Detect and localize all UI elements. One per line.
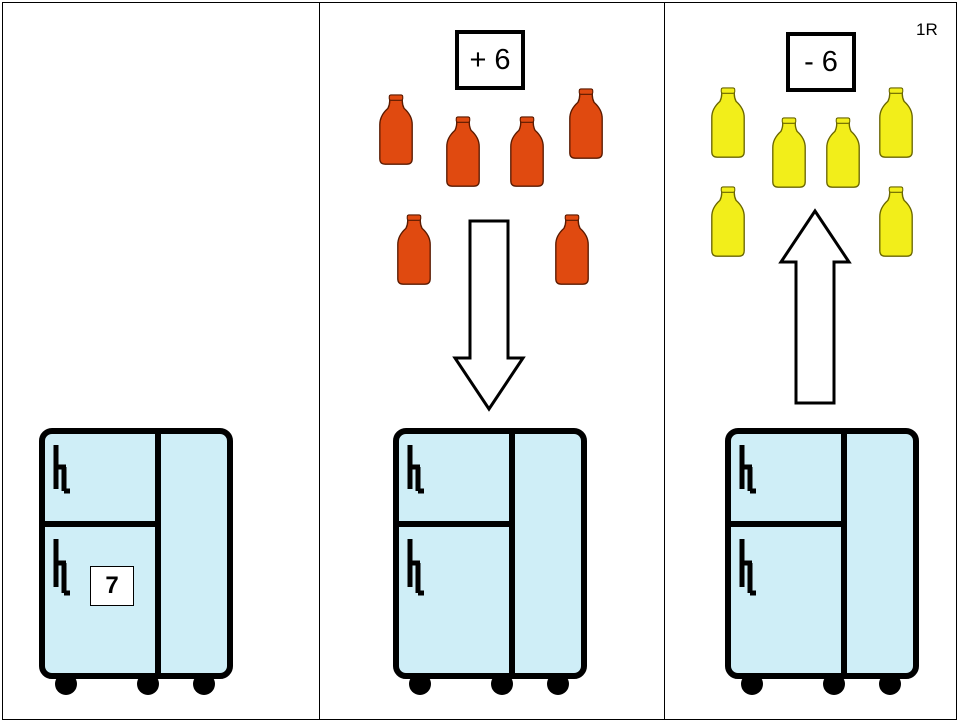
down-arrow-icon (452, 219, 526, 412)
page-label: 1R (916, 20, 938, 39)
panel-divider-2 (664, 2, 665, 720)
up-arrow-icon (778, 208, 852, 405)
fridge-count-label: 7 (90, 566, 134, 606)
subtract-operation-box: - 6 (786, 32, 856, 92)
add-operation-box: + 6 (455, 30, 525, 90)
panel-divider-1 (319, 2, 320, 720)
